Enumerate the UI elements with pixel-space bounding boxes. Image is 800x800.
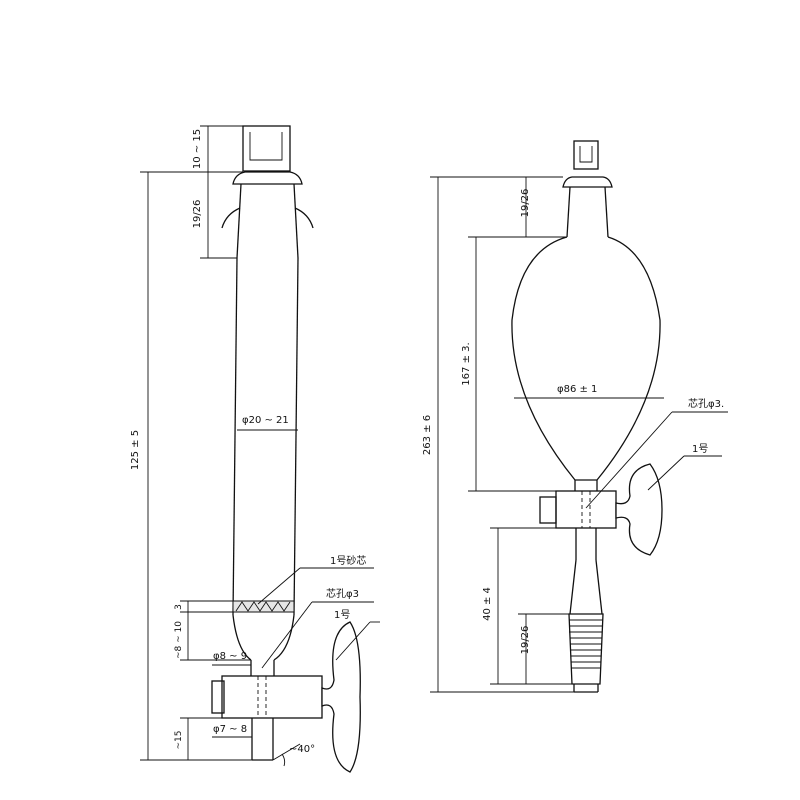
left-tube-wall-l — [232, 257, 238, 616]
left-dim-cone-h: ~8 ~ 10 — [174, 621, 184, 659]
left-label-frit: 1号砂芯 — [330, 554, 366, 567]
right-stem-l2 — [569, 559, 577, 615]
right-dim-joint: 19/26 — [520, 189, 531, 218]
left-dim-joint: 19/26 — [192, 200, 203, 229]
right-dim-total: 263 ± 6 — [422, 415, 433, 455]
right-dim-bulb-dia: φ86 ± 1 — [557, 384, 597, 395]
left-dim-total: 125 ± 5 — [130, 430, 141, 470]
right-bottom-joint — [568, 613, 604, 685]
right-dim-body-h: 167 ± 3. — [461, 342, 472, 385]
right-label-hole: 芯孔φ3. — [688, 397, 724, 410]
left-stopcock-handle — [321, 621, 361, 773]
left-dim-angle: ~40° — [289, 744, 315, 755]
right-joint-thread — [569, 619, 603, 669]
left-stopper-recess — [249, 132, 283, 161]
right-stopper-cap — [573, 140, 599, 170]
left-joint-collar — [232, 171, 303, 185]
right-dim-stem: 40 ± 4 — [482, 587, 493, 621]
right-bulb — [511, 236, 661, 481]
left-label-hole: 芯孔φ3 — [326, 587, 359, 600]
left-apparatus: 10 ~ 15 19/26 125 ± 5 φ20 ~ 21 1号砂芯 芯孔φ3… — [130, 125, 380, 773]
left-joint-wall-l — [236, 183, 242, 259]
left-stopcock-barrel — [221, 675, 323, 719]
left-dim-tip-len: ~15 — [174, 731, 184, 750]
left-dim-neck-dia: φ8 ~ 9 — [213, 651, 247, 662]
left-joint-wall-r — [293, 183, 299, 259]
left-dim-top: 10 ~ 15 — [192, 129, 203, 169]
right-joint-collar — [562, 176, 613, 188]
left-dim-tip-dia: φ7 ~ 8 — [213, 724, 247, 735]
left-label-no1: 1号 — [334, 609, 350, 621]
right-dim-bottom-joint: 19/26 — [520, 626, 531, 655]
right-stopcock-nut — [539, 496, 557, 524]
right-label-no1: 1号 — [692, 443, 708, 455]
right-stem-r2 — [595, 559, 603, 615]
left-dimensions — [140, 125, 380, 767]
left-dim-tube-dia: φ20 ~ 21 — [242, 415, 289, 426]
right-stopcock-barrel — [555, 490, 617, 529]
left-hook-right — [294, 207, 314, 229]
left-tube-wall-r — [293, 257, 299, 616]
right-stopper-recess — [579, 146, 593, 163]
right-dimensions — [430, 176, 728, 693]
left-dim-frit-h: 3 — [174, 604, 184, 610]
left-hook-left — [221, 207, 241, 229]
left-stopper-cap — [242, 125, 291, 172]
left-cone-l — [232, 614, 252, 661]
left-stopcock-nut — [211, 680, 225, 714]
left-frit-hatch — [235, 601, 291, 612]
left-cone-r — [273, 614, 295, 661]
right-joint-wall-l — [566, 186, 571, 238]
right-stopcock-handle — [615, 463, 663, 556]
right-joint-wall-r — [604, 186, 609, 238]
right-apparatus: 19/26 167 ± 3. 263 ± 6 φ86 ± 1 芯孔φ3. 1号 … — [422, 140, 728, 693]
